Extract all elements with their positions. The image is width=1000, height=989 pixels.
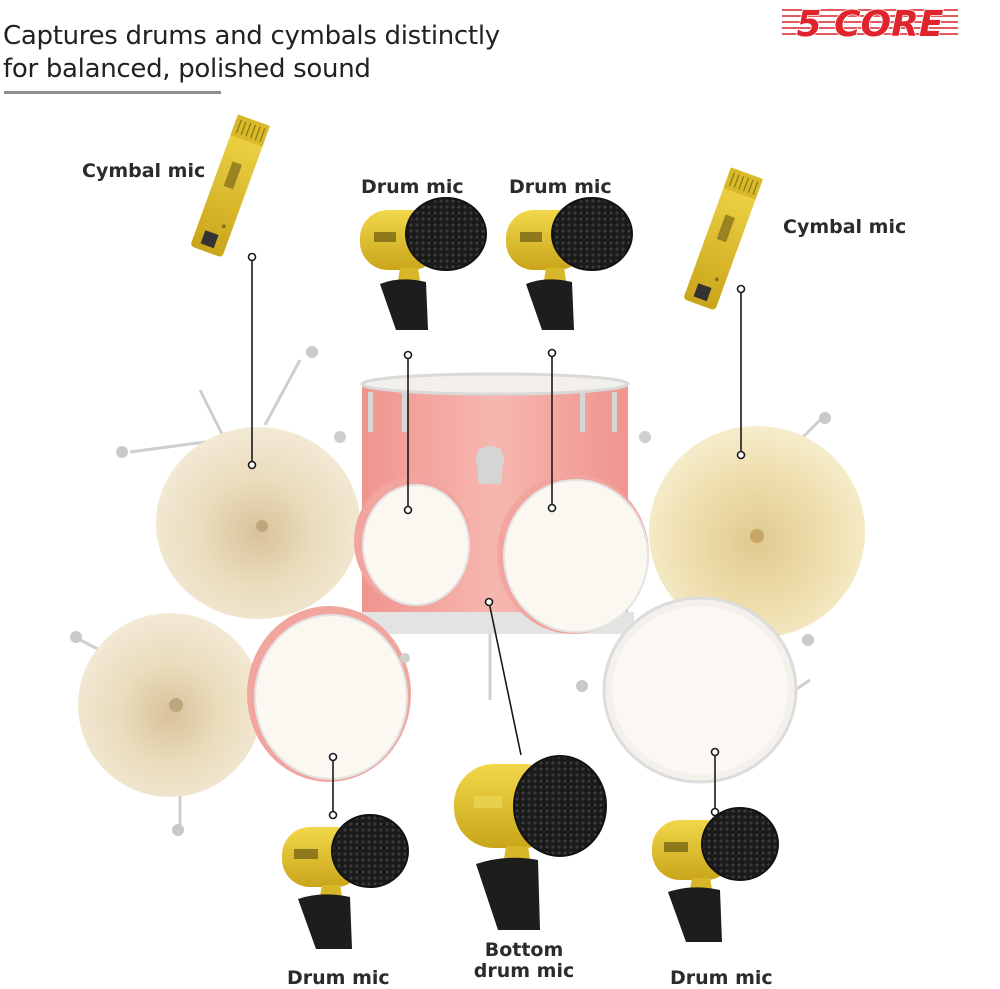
label-bottom-drum-mic: Bottom drum mic [466,940,582,982]
label-cymbal-mic-right: Cymbal mic [783,216,907,238]
drum-mic-top-left [360,197,487,330]
headline: Captures drums and cymbals distinctly fo… [3,20,500,86]
label-bottom-drum-mic-line-1: Bottom [484,939,564,961]
rack-tom-right [497,474,649,634]
cymbal-mic-left [191,114,270,257]
pointer-dots [247,252,746,820]
drum-mic-bottom-right [652,807,779,942]
label-cymbal-mic-left: Cymbal mic [82,160,206,182]
drum-mic-top-right [506,197,633,330]
label-drum-mic-bottom-left: Drum mic [287,967,390,989]
label-bottom-drum-mic-line-2: drum mic [473,960,575,982]
floor-tom-right [602,596,798,784]
label-drum-mic-top-right: Drum mic [509,176,612,198]
cymbal-right [649,426,865,638]
bottom-drum-mic [454,755,607,930]
label-drum-mic-bottom-right: Drum mic [670,967,773,989]
floor-tom-left [247,606,411,782]
pointer-lines [251,257,742,815]
drum-mic-bottom-left [282,814,409,949]
headline-line-1: Captures drums and cymbals distinctly [3,21,500,51]
stand-knobs [70,346,831,836]
headline-underline [4,91,221,94]
brand-logo: 5 CORE [782,3,958,42]
cymbal-upper-left [156,427,360,619]
brand-logo-text: 5 CORE [797,4,944,42]
cymbal-mic-right [684,167,763,310]
headline-line-2: for balanced, polished sound [3,54,371,84]
cymbal-lower-left [78,613,262,797]
label-drum-mic-top-left: Drum mic [361,176,464,198]
tom-mount [476,446,504,484]
rack-tom-left [354,477,470,606]
